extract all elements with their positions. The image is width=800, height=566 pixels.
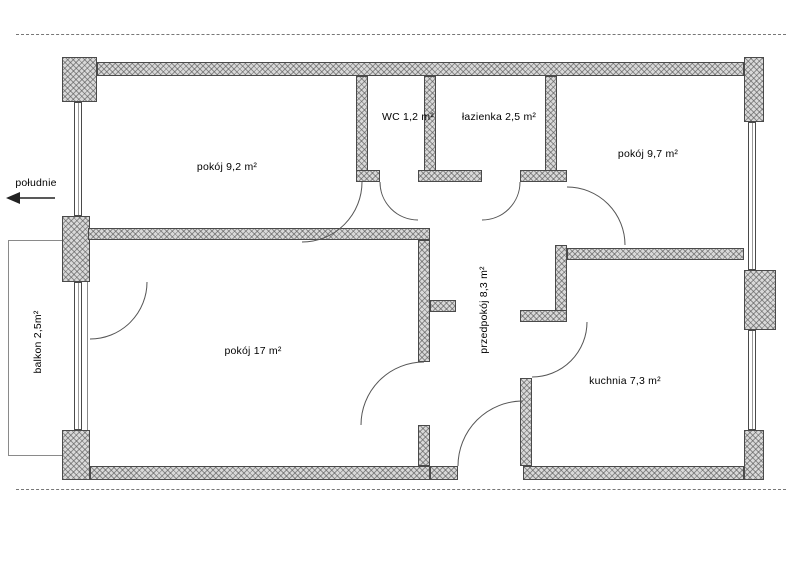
room-label-balcony: balkon 2,5m² xyxy=(32,310,44,374)
projection-line-bottom xyxy=(16,489,786,490)
wall-exterior-bottom-left xyxy=(90,466,430,480)
window-right-lower xyxy=(748,330,756,430)
wall-hall-left-lower xyxy=(418,425,430,466)
wall-kitchen-stub xyxy=(520,310,567,322)
wall-pier-left-bottom xyxy=(62,430,90,480)
wall-pier-top-right xyxy=(744,57,764,122)
wall-room1-bottom xyxy=(88,228,430,240)
wall-wc-left xyxy=(356,76,368,172)
window-balcony-door xyxy=(74,282,82,430)
orientation-label: południe xyxy=(15,177,57,189)
room-label-top-left: pokój 9,2 m² xyxy=(196,161,258,173)
room-label-top-right: pokój 9,7 m² xyxy=(617,148,679,160)
door-arc-room-top-right xyxy=(566,186,626,246)
room-label-large: pokój 17 m² xyxy=(224,345,282,357)
wall-pier-right-mid xyxy=(744,270,776,330)
window-right-upper xyxy=(748,122,756,270)
room-label-kitchen: kuchnia 7,3 m² xyxy=(589,375,661,387)
wall-wc-bathroom xyxy=(424,76,436,172)
wall-exterior-bottom-mid xyxy=(430,466,458,480)
wall-hall-left-upper xyxy=(418,240,430,362)
wall-kitchen-left xyxy=(520,378,532,466)
room-label-hallway: przedpokój 8,3 m² xyxy=(478,266,490,354)
wall-exterior-bottom-right xyxy=(523,466,744,480)
window-left-upper xyxy=(74,102,82,216)
wall-hall-top-a xyxy=(356,170,380,182)
room-label-bathroom: łazienka 2,5 m² xyxy=(461,111,537,123)
wall-hall-stub xyxy=(430,300,456,312)
door-arc-kitchen xyxy=(531,321,588,378)
wall-hall-top-b xyxy=(418,170,482,182)
door-arc-bathroom xyxy=(481,181,521,221)
room-label-wc: WC 1,2 m² xyxy=(382,111,434,123)
wall-kitchen-top xyxy=(567,248,744,260)
wall-bathroom-right xyxy=(545,76,557,172)
door-arc-room-large xyxy=(360,361,425,426)
door-arc-wc xyxy=(379,181,419,221)
wall-hall-top-c xyxy=(520,170,567,182)
wall-pier-top-left xyxy=(62,57,97,102)
wall-pier-left-mid xyxy=(62,216,90,282)
projection-line-top xyxy=(16,34,786,35)
wall-exterior-top xyxy=(97,62,744,76)
south-arrow-icon xyxy=(6,192,55,204)
wall-pier-bottom-right xyxy=(744,430,764,480)
door-arc-entrance xyxy=(457,400,524,467)
door-arc-balcony xyxy=(89,281,148,340)
